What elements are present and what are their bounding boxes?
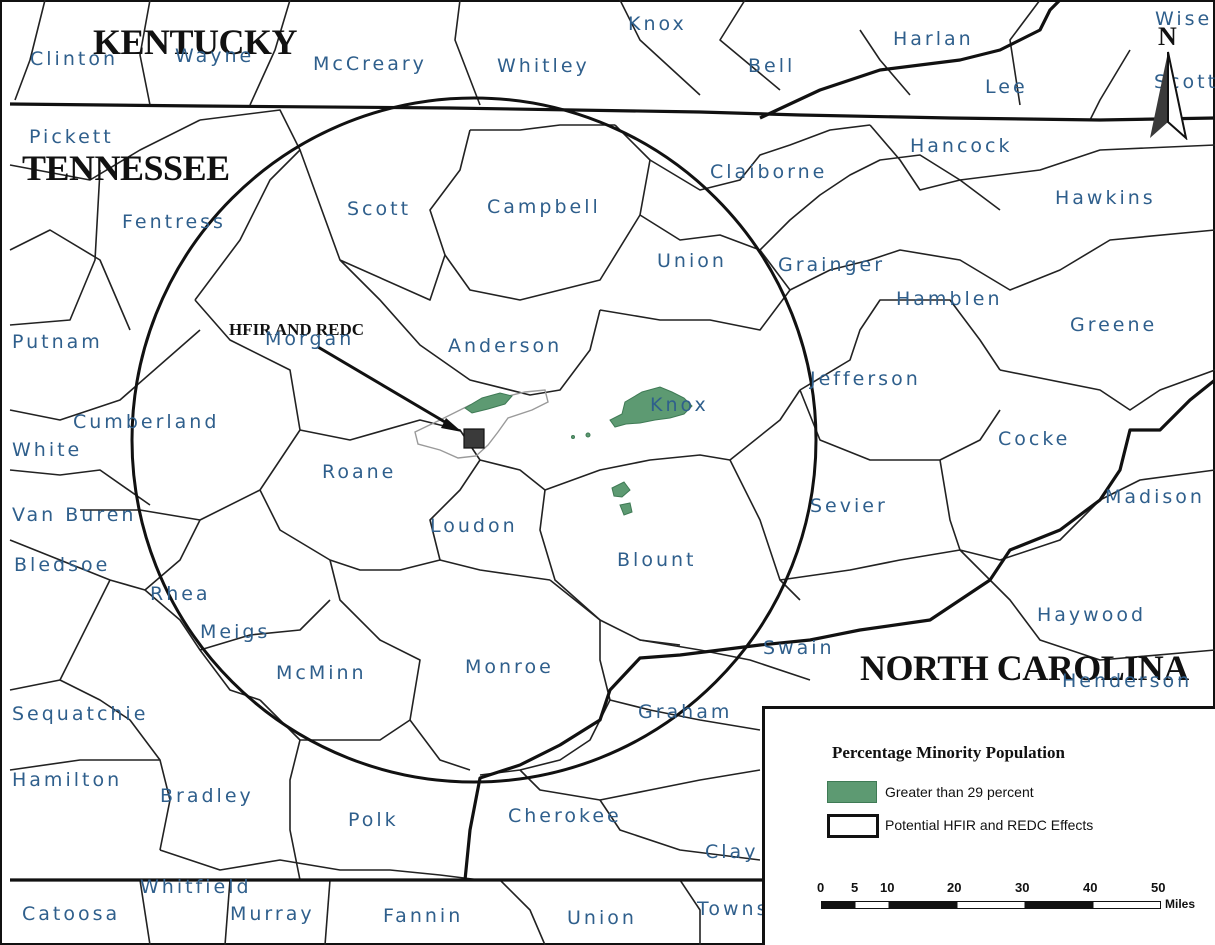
county-label: Wayne	[175, 45, 255, 67]
county-label: Cumberland	[73, 411, 220, 433]
county-label: Fentress	[122, 211, 226, 233]
county-label: Bradley	[160, 785, 254, 807]
county-label: Swain	[763, 637, 835, 659]
scale-tick: 5	[851, 880, 859, 895]
county-label: Bell	[748, 55, 796, 77]
legend-swatch-minority	[827, 781, 877, 803]
county-label: Sevier	[810, 495, 888, 517]
scale-tick: 20	[947, 880, 962, 895]
callout-arrow	[317, 345, 462, 432]
county-label: Sequatchie	[12, 703, 149, 725]
county-label: Scott	[347, 198, 412, 220]
county-label: Polk	[348, 809, 399, 831]
county-label: Pickett	[29, 126, 114, 148]
county-label: Lee	[985, 76, 1028, 98]
county-label: White	[12, 439, 83, 461]
county-label: Wise	[1155, 8, 1213, 30]
county-label: Meigs	[200, 621, 271, 643]
county-label: Loudon	[430, 515, 518, 537]
county-label: Haywood	[1037, 604, 1147, 626]
county-label: Harlan	[893, 28, 974, 50]
legend-swatch-effects	[827, 814, 879, 838]
county-label: Catoosa	[22, 903, 121, 925]
county-label: Union	[657, 250, 727, 272]
county-label: Rhea	[150, 583, 211, 605]
county-label: Henderson	[1062, 670, 1193, 692]
scale-bar	[821, 901, 1161, 909]
county-label: Madison	[1105, 486, 1205, 508]
legend-label-minority: Greater than 29 percent	[885, 784, 1034, 800]
scale-tick: 30	[1015, 880, 1030, 895]
county-label: Hancock	[910, 135, 1013, 157]
hfir-redc-callout-label: HFIR AND REDC	[229, 320, 365, 339]
north-arrow: N	[1140, 22, 1196, 140]
county-label: Bledsoe	[14, 554, 111, 576]
county-label: Whitley	[497, 55, 590, 77]
county-label: Clinton	[30, 48, 118, 70]
county-label: Jefferson	[810, 368, 921, 390]
county-label: Monroe	[465, 656, 554, 678]
county-label: Knox	[650, 394, 709, 416]
county-label: Graham	[638, 701, 733, 723]
county-label: Knox	[628, 13, 687, 35]
county-label: Cocke	[998, 428, 1071, 450]
county-label: Van Buren	[12, 504, 137, 526]
county-label: Putnam	[12, 331, 103, 353]
county-label: Whitfield	[140, 876, 252, 898]
scale-tick: 40	[1083, 880, 1098, 895]
minority-areas	[464, 386, 693, 516]
county-label: Hamilton	[12, 769, 123, 791]
county-label: Grainger	[778, 254, 886, 276]
north-arrow-label: N	[1158, 22, 1177, 51]
legend-label-effects: Potential HFIR and REDC Effects	[885, 817, 1094, 833]
scale-tick: 50	[1151, 880, 1166, 895]
county-label: Morgan	[265, 328, 355, 350]
north-arrow-icon	[1150, 51, 1188, 140]
state-label-north-carolina: NORTH CAROLINA	[860, 648, 1189, 688]
county-label: Claiborne	[710, 161, 828, 183]
county-label: Clay	[705, 841, 759, 863]
state-label-kentucky: KENTUCKY	[93, 22, 298, 62]
county-label: Cherokee	[508, 805, 622, 827]
county-label: Blount	[617, 549, 697, 571]
county-label: Murray	[230, 903, 315, 925]
county-label: McMinn	[276, 662, 367, 684]
county-label: Roane	[322, 461, 397, 483]
hfir-redc-site-marker	[463, 428, 485, 449]
county-label: Anderson	[448, 335, 563, 357]
county-label: Greene	[1070, 314, 1158, 336]
county-label: Union	[567, 907, 637, 929]
county-label: Campbell	[487, 196, 601, 218]
county-label: Hamblen	[896, 288, 1003, 310]
scale-tick: 0	[817, 880, 825, 895]
state-label-tennessee: TENNESSEE	[22, 148, 230, 188]
legend-title: Percentage Minority Population	[832, 743, 1065, 762]
county-label: Hawkins	[1055, 187, 1156, 209]
county-label: McCreary	[313, 53, 427, 75]
county-label: Fannin	[383, 905, 464, 927]
map-legend: Percentage Minority Population Greater t…	[762, 706, 1215, 945]
scale-tick: 10	[880, 880, 895, 895]
county-label: Towns	[697, 898, 770, 920]
scale-unit: Miles	[1165, 897, 1196, 911]
